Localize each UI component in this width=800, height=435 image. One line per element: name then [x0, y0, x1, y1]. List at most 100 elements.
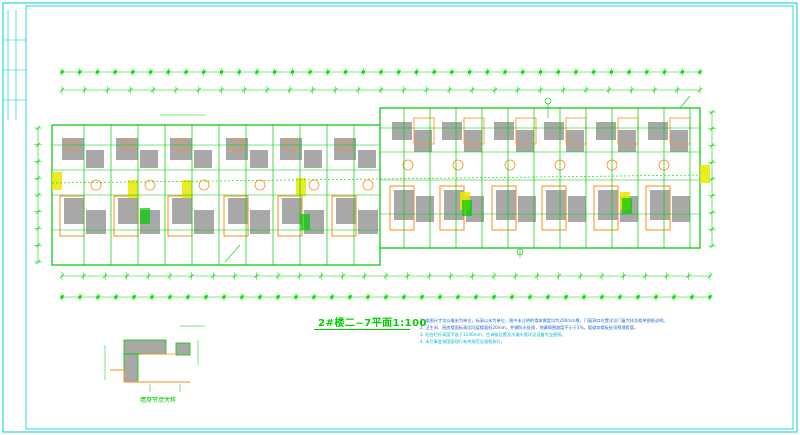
stair-and-shaft-markers — [52, 165, 710, 230]
grid-axis-marker — [468, 70, 472, 74]
grid-axis-marker — [592, 70, 596, 74]
grid-axis-marker — [662, 70, 667, 74]
room — [170, 138, 192, 160]
grid-axis-marker — [690, 295, 694, 299]
room — [442, 122, 462, 140]
grid-axis-marker — [708, 295, 712, 299]
room — [140, 150, 158, 168]
grid-axis-marker — [538, 70, 543, 74]
interior-walls — [51, 108, 701, 265]
room — [304, 150, 322, 168]
grid-axis-marker — [636, 295, 640, 299]
grid-axis-marker — [131, 70, 135, 74]
grid-axis-marker — [96, 295, 100, 299]
grid-axis-marker — [680, 70, 684, 74]
room — [62, 138, 84, 160]
grid-axis-marker — [186, 295, 190, 299]
furniture-outline — [331, 195, 357, 237]
drawing-title: 2#楼二~7平面1:100 — [318, 318, 428, 329]
grid-axis-marker — [492, 295, 496, 299]
grid-axis-marker — [645, 70, 649, 74]
furniture-outline — [452, 159, 464, 171]
room — [282, 198, 302, 224]
room — [392, 122, 412, 140]
note-line: 1. 本图尺寸均以毫米为单位，标高以米为单位，图中未注明的墙体厚度均为200mm… — [420, 318, 668, 323]
grid-axis-marker — [204, 295, 208, 299]
grid-axis-marker — [149, 70, 153, 74]
grid-axis-marker — [609, 70, 613, 74]
grid-axis-marker — [618, 295, 622, 299]
callout-leaders — [160, 95, 691, 263]
grid-axis-marker — [384, 295, 388, 299]
room — [336, 198, 356, 224]
general-notes: 1. 本图尺寸均以毫米为单位，标高以米为单位，图中未注明的墙体厚度均为200mm… — [420, 317, 690, 345]
furniture-outline — [144, 179, 156, 191]
grid-axis-marker — [219, 70, 224, 74]
room — [250, 150, 268, 168]
furniture-outline — [402, 159, 414, 171]
furniture-outline — [223, 195, 249, 237]
room — [494, 122, 514, 140]
grid-axis-marker — [361, 70, 365, 74]
room — [250, 210, 270, 234]
building-outline — [51, 107, 701, 266]
grid-axis-marker — [95, 70, 100, 74]
shaft-marker — [140, 208, 150, 224]
room — [86, 150, 104, 168]
grid-axis-marker — [222, 295, 226, 299]
furniture-outline — [645, 185, 671, 231]
grid-axis-marker — [627, 70, 631, 74]
room — [414, 130, 432, 152]
grid-axis-marker — [600, 295, 604, 299]
room — [172, 198, 192, 224]
grid-axis-marker — [366, 295, 370, 299]
room — [596, 122, 616, 140]
room — [568, 196, 586, 222]
grid-axis-marker — [528, 295, 532, 299]
note-line: 3. 阳台栏杆高度不低于1100mm，空调板位置及冷凝水管详见设备专业图纸。 — [420, 332, 566, 337]
furniture-outline — [362, 179, 374, 191]
note-line: 4. 未尽事宜按国家现行有关规范及规程执行。 — [420, 339, 505, 344]
room — [598, 190, 618, 220]
grid-axis-marker — [402, 295, 406, 299]
dimension-chain-bottom-outer — [59, 293, 713, 301]
grid-axis-marker — [114, 295, 118, 299]
room — [358, 150, 376, 168]
shaft-marker — [462, 200, 472, 216]
room — [194, 150, 212, 168]
room — [566, 130, 584, 152]
furniture-outline — [515, 117, 537, 145]
room — [226, 138, 248, 160]
room — [464, 130, 482, 152]
room — [546, 190, 566, 220]
shaft-marker — [622, 198, 632, 214]
grid-axis-marker — [294, 295, 298, 299]
furniture-outline — [463, 117, 485, 145]
drawing-frame-inner — [25, 5, 794, 430]
grid-axis-marker — [556, 70, 560, 74]
grid-axis-marker — [255, 70, 259, 74]
grid-axis-marker — [564, 295, 568, 299]
room — [444, 190, 464, 220]
stair-marker — [296, 178, 306, 196]
room — [516, 130, 534, 152]
grid-axis-marker — [574, 70, 578, 74]
furniture-outline — [504, 159, 516, 171]
grid-axis-marker — [474, 295, 478, 299]
grid-axis-marker — [273, 70, 277, 74]
wall-section-detail — [104, 325, 205, 399]
grid-axis-marker — [330, 295, 334, 299]
grid-axis-marker — [450, 70, 454, 74]
grid-axis-marker — [166, 70, 170, 74]
room — [116, 138, 138, 160]
grid-axis-marker — [672, 295, 676, 299]
furniture-outline — [541, 185, 567, 231]
corridor-line — [51, 174, 701, 184]
room — [670, 130, 688, 152]
grid-axis-marker — [420, 295, 424, 299]
dimension-chain-top-inner — [59, 86, 703, 94]
note-line: 2. 卫生间、厨房楼面标高比同层楼面低20mm，并做防水处理，地漏周围坡度不小于… — [420, 325, 639, 330]
grid-axis-marker — [438, 295, 442, 299]
